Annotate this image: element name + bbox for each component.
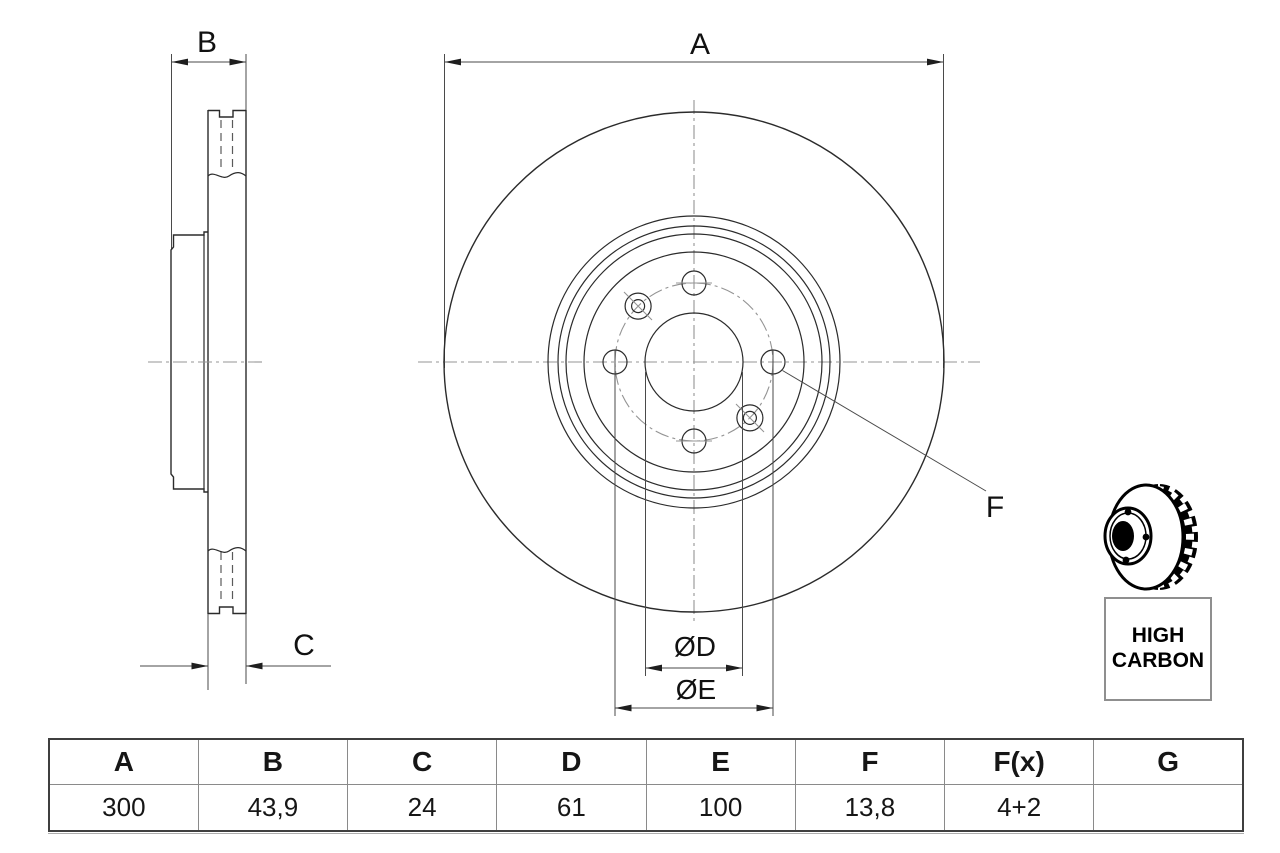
table-value-cell: 300 xyxy=(48,784,199,832)
table-header-cell: E xyxy=(645,738,796,785)
table-underline xyxy=(48,833,1244,834)
table-header-cell: D xyxy=(496,738,647,785)
table-value-cell: 100 xyxy=(645,784,796,832)
badge-line-2: CARBON xyxy=(1111,649,1205,672)
table-header-row: A B C D E F F(x) G xyxy=(48,738,1244,785)
dim-label-a: A xyxy=(689,28,711,61)
table-header-cell: A xyxy=(48,738,199,785)
table-value-cell: 43,9 xyxy=(197,784,349,832)
table-header-cell: F(x) xyxy=(943,738,1095,785)
front-view xyxy=(418,54,987,716)
table-value-cell: 13,8 xyxy=(794,784,946,832)
dim-label-oe: ØE xyxy=(675,674,717,705)
high-carbon-badge: HIGH CARBON xyxy=(1104,597,1212,701)
table-value-row: 300 43,9 24 61 100 13,8 4+2 xyxy=(48,784,1244,832)
table-header-cell: F xyxy=(794,738,946,785)
table-value-cell: 24 xyxy=(346,784,498,832)
table-value-cell: 4+2 xyxy=(943,784,1095,832)
table-header-cell: B xyxy=(197,738,349,785)
dimensions-table: A B C D E F F(x) G 300 43,9 24 61 100 13… xyxy=(48,738,1244,832)
table-header-cell: G xyxy=(1093,738,1244,785)
badge-line-1: HIGH xyxy=(1131,624,1185,648)
dim-label-f: F xyxy=(985,491,1005,524)
table-value-cell xyxy=(1093,784,1244,832)
table-value-cell: 61 xyxy=(496,784,647,832)
dim-label-b: B xyxy=(196,26,218,59)
dim-label-c: C xyxy=(293,629,315,662)
table-header-cell: C xyxy=(346,738,498,785)
dim-label-od: ØD xyxy=(674,631,716,662)
side-view xyxy=(140,54,331,690)
brake-disc-icon xyxy=(1103,481,1200,593)
